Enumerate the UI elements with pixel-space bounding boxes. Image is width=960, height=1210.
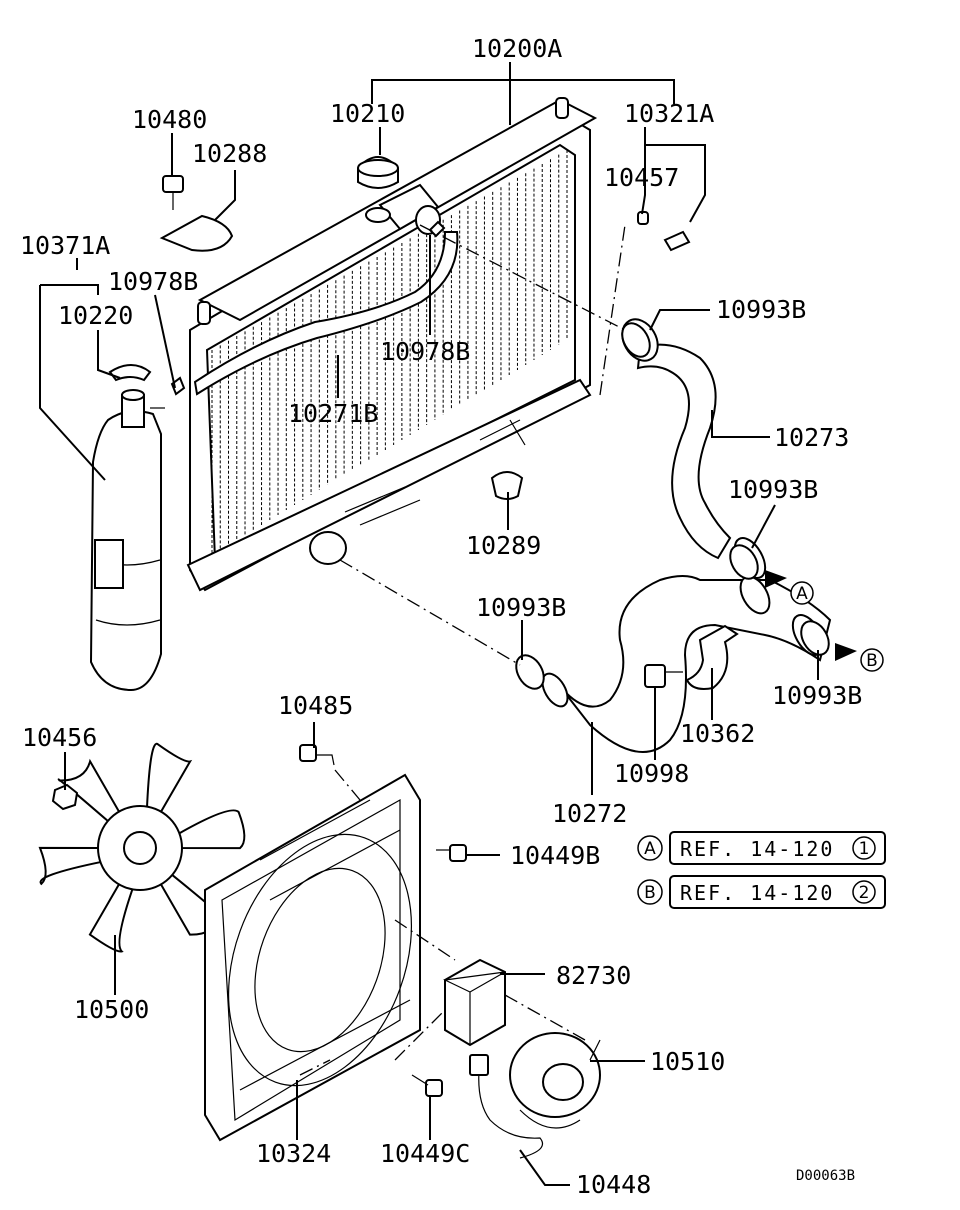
callout-10510: 10510 bbox=[650, 1047, 725, 1076]
callout-labels: 10200A 10210 10321A 10480 10288 10457 10… bbox=[20, 34, 862, 1199]
svg-text:B: B bbox=[866, 651, 878, 671]
callout-10273: 10273 bbox=[774, 423, 849, 452]
callout-10321a: 10321A bbox=[624, 99, 714, 128]
reference-b: B REF. 14-120 2 bbox=[637, 875, 886, 909]
overflow-hose bbox=[193, 231, 459, 396]
grommet bbox=[490, 471, 524, 500]
svg-text:A: A bbox=[796, 584, 808, 604]
bolt-10449b bbox=[436, 844, 467, 862]
radiator-cap bbox=[357, 156, 399, 223]
callout-10457: 10457 bbox=[604, 163, 679, 192]
callout-10998: 10998 bbox=[614, 759, 689, 788]
callout-10993b-upper: 10993B bbox=[716, 295, 806, 324]
radiator bbox=[186, 97, 598, 592]
wiring-harness bbox=[478, 1059, 544, 1159]
drawing-code: D00063B bbox=[796, 1168, 855, 1184]
bolt-10485 bbox=[299, 744, 335, 766]
cooling-fan bbox=[38, 742, 246, 953]
reference-a-text: REF. 14-120 bbox=[680, 837, 834, 861]
hose-clamp-mid bbox=[729, 544, 759, 580]
callout-10220: 10220 bbox=[58, 301, 133, 330]
reserve-tank bbox=[89, 364, 165, 692]
callout-10362: 10362 bbox=[680, 719, 755, 748]
callout-10978b-upper: 10978B bbox=[108, 267, 198, 296]
fan-nut bbox=[51, 783, 79, 811]
callout-10448: 10448 bbox=[576, 1170, 651, 1199]
hose-clamp-lower-right bbox=[800, 620, 830, 656]
callout-10500: 10500 bbox=[74, 995, 149, 1024]
callout-10485: 10485 bbox=[278, 691, 353, 720]
arrow-marker-a: A bbox=[790, 581, 814, 605]
callout-10272: 10272 bbox=[552, 799, 627, 828]
callout-10449b: 10449B bbox=[510, 841, 600, 870]
callout-10449c: 10449C bbox=[380, 1139, 470, 1168]
callout-10210: 10210 bbox=[330, 99, 405, 128]
callout-10200a: 10200A bbox=[472, 34, 562, 63]
hose-bracket bbox=[685, 624, 739, 690]
radiator-core-fins bbox=[211, 150, 568, 555]
callout-10288: 10288 bbox=[192, 139, 267, 168]
callout-10993b-right: 10993B bbox=[772, 681, 862, 710]
reference-b-text: REF. 14-120 bbox=[680, 881, 834, 905]
drain-cock bbox=[663, 230, 691, 252]
hose-clamp-upper bbox=[621, 322, 651, 358]
fan-shroud bbox=[204, 773, 421, 1142]
reference-a-marker: A bbox=[644, 839, 656, 859]
mounting-bracket-10288 bbox=[159, 214, 234, 252]
callout-10456: 10456 bbox=[22, 723, 97, 752]
callout-10978b-lower: 10978B bbox=[380, 337, 470, 366]
callout-10324: 10324 bbox=[256, 1139, 331, 1168]
callout-10289: 10289 bbox=[466, 531, 541, 560]
fan-controller bbox=[442, 958, 506, 1047]
arrow-marker-b: B bbox=[860, 648, 884, 672]
hose-clamp-10978b bbox=[428, 220, 446, 238]
callout-10480: 10480 bbox=[132, 105, 207, 134]
callout-10371a: 10371A bbox=[20, 231, 110, 260]
fan-motor bbox=[509, 1032, 601, 1129]
reference-b-marker: B bbox=[644, 883, 656, 903]
bolt-10998 bbox=[644, 664, 683, 688]
leader-lines bbox=[39, 62, 857, 1186]
reference-b-suffix: 2 bbox=[859, 883, 870, 903]
callout-10993b-mid: 10993B bbox=[728, 475, 818, 504]
bolt-10449c bbox=[411, 1074, 443, 1097]
callout-10271b: 10271B bbox=[288, 399, 378, 428]
reference-a: A REF. 14-120 1 bbox=[637, 831, 886, 865]
callout-10993b-left: 10993B bbox=[476, 593, 566, 622]
reference-a-suffix: 1 bbox=[859, 839, 870, 859]
bolt-10480 bbox=[162, 175, 184, 210]
callout-82730: 82730 bbox=[556, 961, 631, 990]
